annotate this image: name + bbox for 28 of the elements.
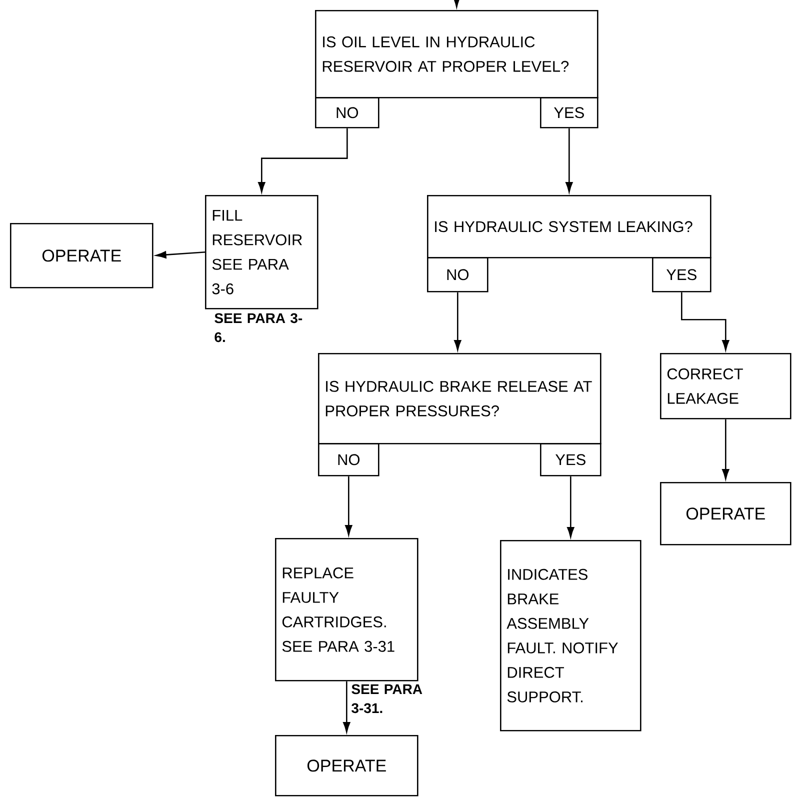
answer-tab: YES: [652, 257, 712, 292]
action-box: CORRECT LEAKAGE: [660, 353, 792, 420]
arrow: [343, 681, 350, 732]
arrow: [453, 0, 460, 8]
arrow: [681, 292, 730, 350]
operate-box: OPERATE: [275, 735, 418, 796]
question-box: IS OIL LEVEL IN HYDRAULIC RESERVOIR AT PROPER LEVEL?: [315, 10, 598, 98]
action-box: FILL RESERVOIR SEE PARA 3-6: [205, 195, 318, 310]
note: SEE PARA 3-6.: [214, 313, 302, 342]
arrow: [258, 128, 348, 192]
arrow: [722, 419, 730, 480]
arrow: [567, 476, 574, 538]
question-box: IS HYDRAULIC BRAKE RELEASE AT PROPER PRESSURES?: [318, 353, 602, 444]
note: SEE PARA 3-31.: [352, 684, 422, 714]
answer-tab: NO: [427, 257, 488, 292]
operate-box: OPERATE: [660, 482, 792, 546]
action-box: INDICATES BRAKE ASSEMBLY FAULT. NOTIFY DIRECT SUPPORT.: [500, 540, 642, 732]
action-box: REPLACE FAULTY CARTRIDGES. SEE PARA 3-31: [275, 538, 418, 682]
arrow: [566, 128, 573, 192]
arrow: [454, 292, 462, 350]
arrow: [345, 476, 352, 536]
answer-tab: YES: [540, 443, 602, 476]
question-box: IS HYDRAULIC SYSTEM LEAKING?: [427, 195, 712, 258]
answer-tab: YES: [540, 97, 598, 128]
operate-box: OPERATE: [10, 223, 154, 288]
answer-tab: NO: [318, 443, 380, 476]
arrow: [156, 251, 206, 258]
answer-tab: NO: [315, 97, 380, 128]
